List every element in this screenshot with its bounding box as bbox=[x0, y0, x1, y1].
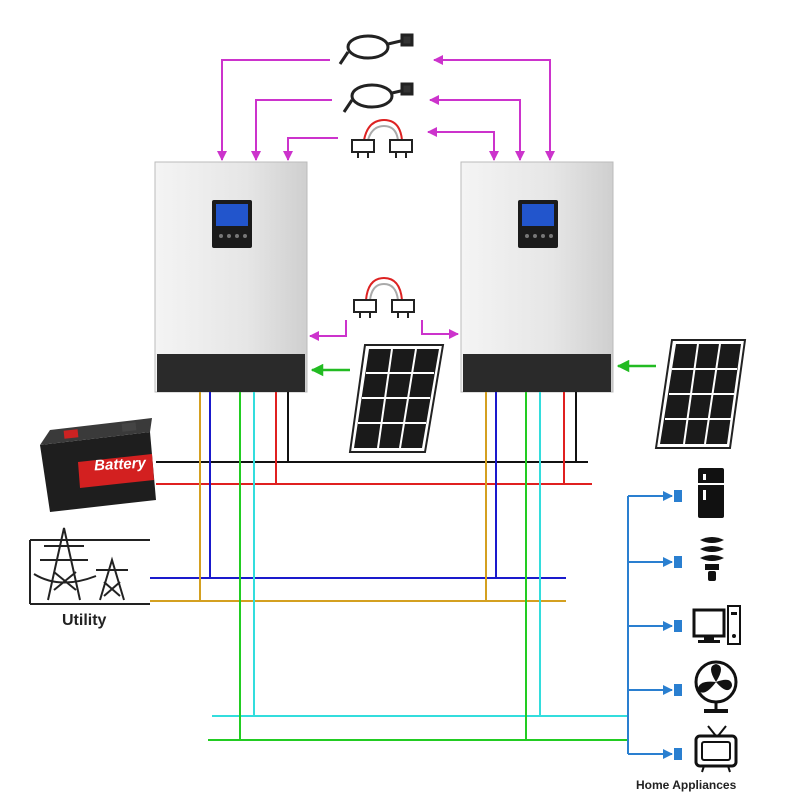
solar-panel-icon bbox=[348, 344, 445, 453]
communication-cable-icon bbox=[338, 33, 414, 65]
current-sharing-cable-icon bbox=[353, 276, 415, 318]
utility-bus bbox=[150, 392, 566, 602]
inverter-icon bbox=[460, 161, 614, 393]
parallel-link-lines bbox=[217, 55, 555, 161]
parallel-link-lines-middle bbox=[309, 320, 459, 341]
plug-connectors bbox=[674, 490, 682, 760]
appliance-distribution bbox=[627, 491, 673, 759]
solar-panel-icon bbox=[654, 339, 747, 449]
pv-input-arrows bbox=[310, 359, 656, 377]
fan-icon bbox=[694, 660, 738, 713]
home-appliances-label: Home Appliances bbox=[636, 778, 737, 792]
light-bulb-icon bbox=[700, 537, 724, 581]
television-icon bbox=[694, 725, 738, 773]
utility-tower-icon bbox=[29, 527, 150, 605]
inverter-icon bbox=[154, 161, 308, 393]
utility-label: Utility bbox=[62, 612, 107, 629]
output-bus bbox=[208, 392, 628, 741]
computer-icon bbox=[692, 605, 741, 645]
communication-cable-icon bbox=[342, 82, 414, 113]
current-sharing-cable-icon bbox=[351, 118, 413, 158]
refrigerator-icon bbox=[698, 468, 724, 518]
battery-icon bbox=[40, 418, 156, 512]
battery-bus bbox=[156, 392, 592, 485]
